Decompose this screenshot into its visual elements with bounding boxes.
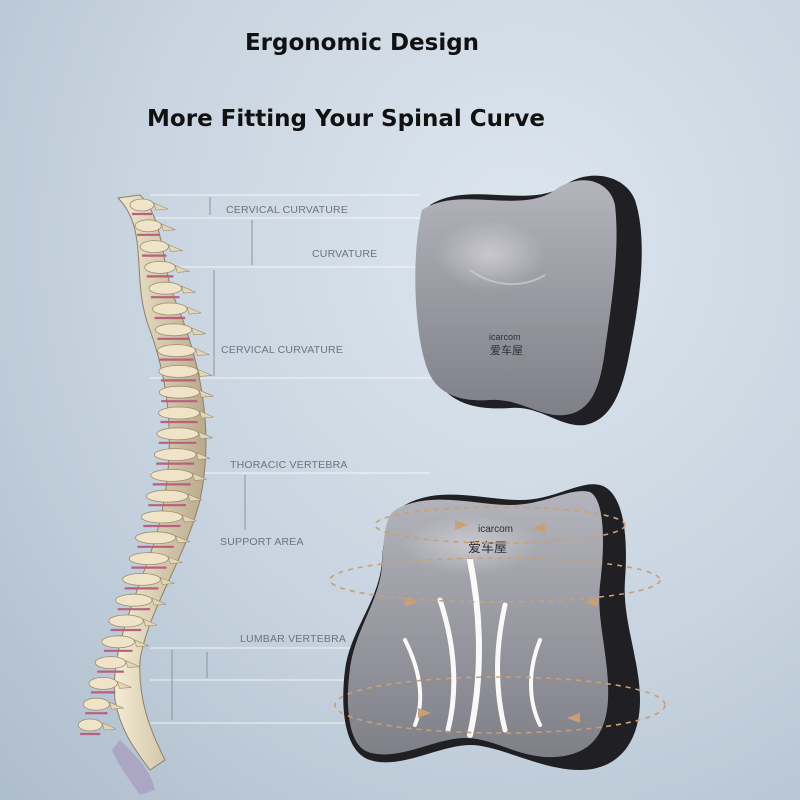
vertebra xyxy=(108,614,144,628)
vertebra xyxy=(144,260,176,274)
spinous-process xyxy=(175,535,190,544)
orbit-arrows xyxy=(329,506,666,734)
spinous-process xyxy=(151,597,167,606)
spinous-process xyxy=(159,576,175,585)
spinous-process xyxy=(174,264,190,273)
vertebra xyxy=(140,510,183,524)
spinous-process xyxy=(116,680,132,689)
page-title: Ergonomic Design xyxy=(244,30,480,56)
vertebra xyxy=(129,198,155,212)
vertebra xyxy=(153,448,197,462)
spinous-process xyxy=(197,368,213,377)
lumbar-pillow-wordmark: icarcom xyxy=(478,524,513,535)
vertebra xyxy=(115,593,153,607)
label-curvature: CURVATURE xyxy=(312,248,378,260)
vertebra xyxy=(122,573,161,586)
vertebra xyxy=(145,489,189,503)
vertebra xyxy=(101,635,135,649)
spinous-process xyxy=(191,327,206,336)
label-thoracic-vertebra: THORACIC VERTEBRA xyxy=(230,459,348,471)
vertebra xyxy=(148,281,182,295)
vertebra xyxy=(158,385,200,399)
spinous-process xyxy=(192,472,207,481)
spinous-process xyxy=(187,493,203,502)
neck-pillow xyxy=(415,175,642,426)
spinous-process xyxy=(181,514,197,523)
page-subtitle: More Fitting Your Spinal Curve xyxy=(147,106,545,132)
dimension-markers xyxy=(171,197,253,720)
spinous-process xyxy=(134,639,149,648)
vertebra xyxy=(158,364,199,378)
neck-pillow-chinese-logo: 爱车屋 xyxy=(490,343,523,357)
neck-pillow-wordmark: icarcom xyxy=(489,332,521,342)
vertebra xyxy=(135,531,177,545)
vertebra xyxy=(94,656,127,669)
label-cervical-curvature-top: CERVICAL CURVATURE xyxy=(226,204,349,216)
label-lumbar-vertebra: LUMBAR VERTEBRA xyxy=(240,633,347,645)
lumbar-pillow xyxy=(343,484,640,770)
vertebra xyxy=(158,406,200,420)
vertebra xyxy=(156,427,199,441)
vertebra xyxy=(139,240,169,254)
spinous-process xyxy=(198,431,213,440)
spinous-process xyxy=(194,348,210,356)
spinous-process xyxy=(101,722,117,731)
spinous-process xyxy=(186,306,202,315)
spinous-process xyxy=(160,223,176,232)
vertebra xyxy=(155,323,193,337)
spinous-process xyxy=(198,389,214,398)
vertebra xyxy=(82,697,110,711)
vertebra xyxy=(157,344,196,358)
spinous-process xyxy=(109,701,124,710)
spinous-process xyxy=(142,618,158,627)
arrow-heads xyxy=(405,520,598,723)
vertebrae xyxy=(77,198,214,736)
vertebra xyxy=(152,302,188,316)
spinous-process xyxy=(195,452,211,460)
spinous-process xyxy=(181,285,196,294)
vertebra xyxy=(128,552,169,565)
vertebra xyxy=(134,219,162,233)
spinous-process xyxy=(168,244,183,252)
vertebra xyxy=(150,468,194,482)
spinous-process xyxy=(125,660,140,668)
label-support-area: SUPPORT AREA xyxy=(220,536,304,548)
spinous-process xyxy=(153,202,169,211)
spine-illustration xyxy=(77,194,214,795)
vertebra xyxy=(88,677,118,690)
label-cervical-curvature: CERVICAL CURVATURE xyxy=(221,344,344,356)
spinous-process xyxy=(199,410,214,419)
lumbar-pillow-chinese-logo: 爱车屋 xyxy=(468,540,507,556)
spinous-process xyxy=(167,556,183,564)
vertebra xyxy=(77,718,103,732)
